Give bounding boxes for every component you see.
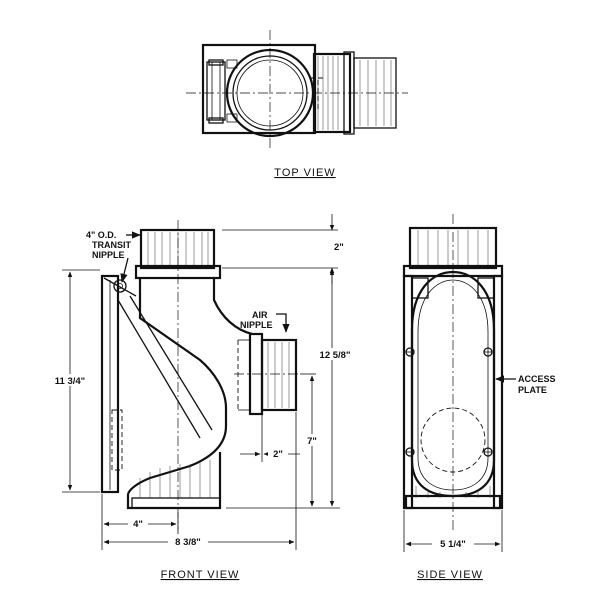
front-view-label: FRONT VIEW	[161, 569, 240, 581]
top-view-clamp	[206, 61, 226, 121]
access-plate-bolts	[405, 347, 493, 457]
top-view	[186, 30, 408, 150]
transit-nipple-callout: 4" O.D. TRANSIT NIPPLE	[86, 230, 141, 283]
dim-base-half: 4"	[133, 519, 143, 530]
dim-overall-height: 11 3/4"	[55, 376, 85, 387]
side-view-label: SIDE VIEW	[417, 569, 483, 581]
side-view	[402, 214, 504, 530]
front-left-wall	[100, 274, 120, 494]
front-body	[126, 278, 228, 495]
front-dimensions: 11 3/4" 2" 12 5/8" 7" 2" 4" 8 3/8"	[48, 214, 360, 550]
front-clamp-bolt	[113, 279, 127, 293]
transit-nipple-line3: NIPPLE	[92, 250, 125, 260]
air-nipple-line1: AIR	[252, 310, 268, 320]
dim-nipple-height: 12 5/8"	[320, 350, 351, 361]
front-air-nipple	[260, 338, 298, 412]
dim-air-center-height: 7"	[307, 436, 317, 447]
dim-overall-width: 8 3/8"	[175, 537, 201, 548]
dim-air-offset: 2"	[273, 449, 283, 460]
transit-nipple-line2: TRANSIT	[92, 240, 131, 250]
side-dimensions: 5 1/4"	[403, 510, 503, 552]
dim-side-width: 5 1/4"	[440, 539, 466, 550]
bottom-outlet	[126, 452, 222, 510]
dim-top-offset: 2"	[334, 242, 344, 253]
top-view-label: TOP VIEW	[274, 167, 335, 179]
front-view	[100, 220, 300, 530]
transit-nipple	[139, 228, 216, 270]
air-nipple-line2: NIPPLE	[240, 320, 273, 330]
air-nipple-callout: AIR NIPPLE	[240, 310, 290, 333]
access-plate-line1: ACCESS	[518, 374, 556, 384]
access-plate	[410, 270, 496, 498]
access-plate-line2: PLATE	[518, 385, 547, 395]
transit-nipple-line1: 4" O.D.	[86, 230, 116, 240]
access-plate-callout: ACCESS PLATE	[495, 374, 556, 395]
